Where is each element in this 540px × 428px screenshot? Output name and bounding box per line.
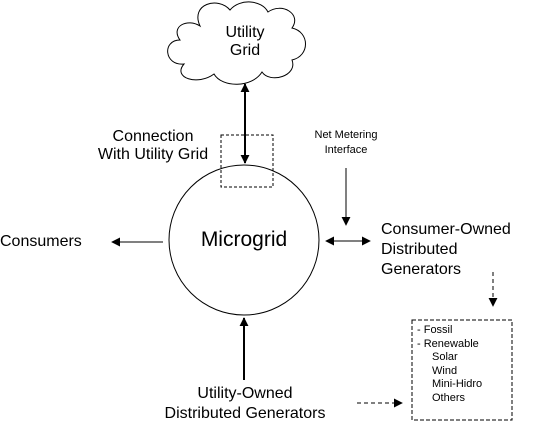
source-item: Others (432, 391, 466, 404)
consumer-owned-line-3: Generators (381, 261, 462, 278)
net-metering-line-2: Interface (324, 144, 368, 156)
connection-label: Connection With Utility Grid (88, 128, 218, 165)
generation-sources-box (411, 319, 513, 421)
utility-grid-cloud (167, 1, 306, 85)
utility-grid-line-1: Utility (225, 24, 265, 41)
source-item: Solar (432, 351, 458, 364)
utility-owned-line-1: Utility-Owned (197, 385, 293, 402)
connection-line-1: Connection (112, 128, 194, 145)
consumer-owned-line-1: Consumer-Owned (381, 221, 511, 238)
connection-line-2: With Utility Grid (97, 146, 209, 164)
consumer-owned-generators-label: Consumer-Owned Distributed Generators (381, 220, 511, 280)
source-item: - Renewable (417, 337, 479, 350)
microgrid-circle (168, 164, 320, 316)
utility-grid-line-2: Grid (229, 42, 261, 60)
utility-owned-line-2: Distributed Generators (164, 405, 326, 422)
utility-grid-label: Utility Grid (210, 24, 280, 61)
source-item: Wind (432, 364, 458, 377)
net-metering-line-1: Net Metering (314, 129, 378, 141)
net-metering-label: Net Metering Interface (296, 128, 396, 158)
consumer-owned-line-2: Distributed (381, 241, 458, 258)
consumers-label: Consumers (0, 233, 82, 250)
microgrid-label: Microgrid (200, 228, 288, 251)
utility-owned-generators-label: Utility-Owned Distributed Generators (140, 384, 350, 424)
source-item: - Fossil (417, 324, 453, 336)
source-item: Mini-Hidro (432, 378, 483, 391)
